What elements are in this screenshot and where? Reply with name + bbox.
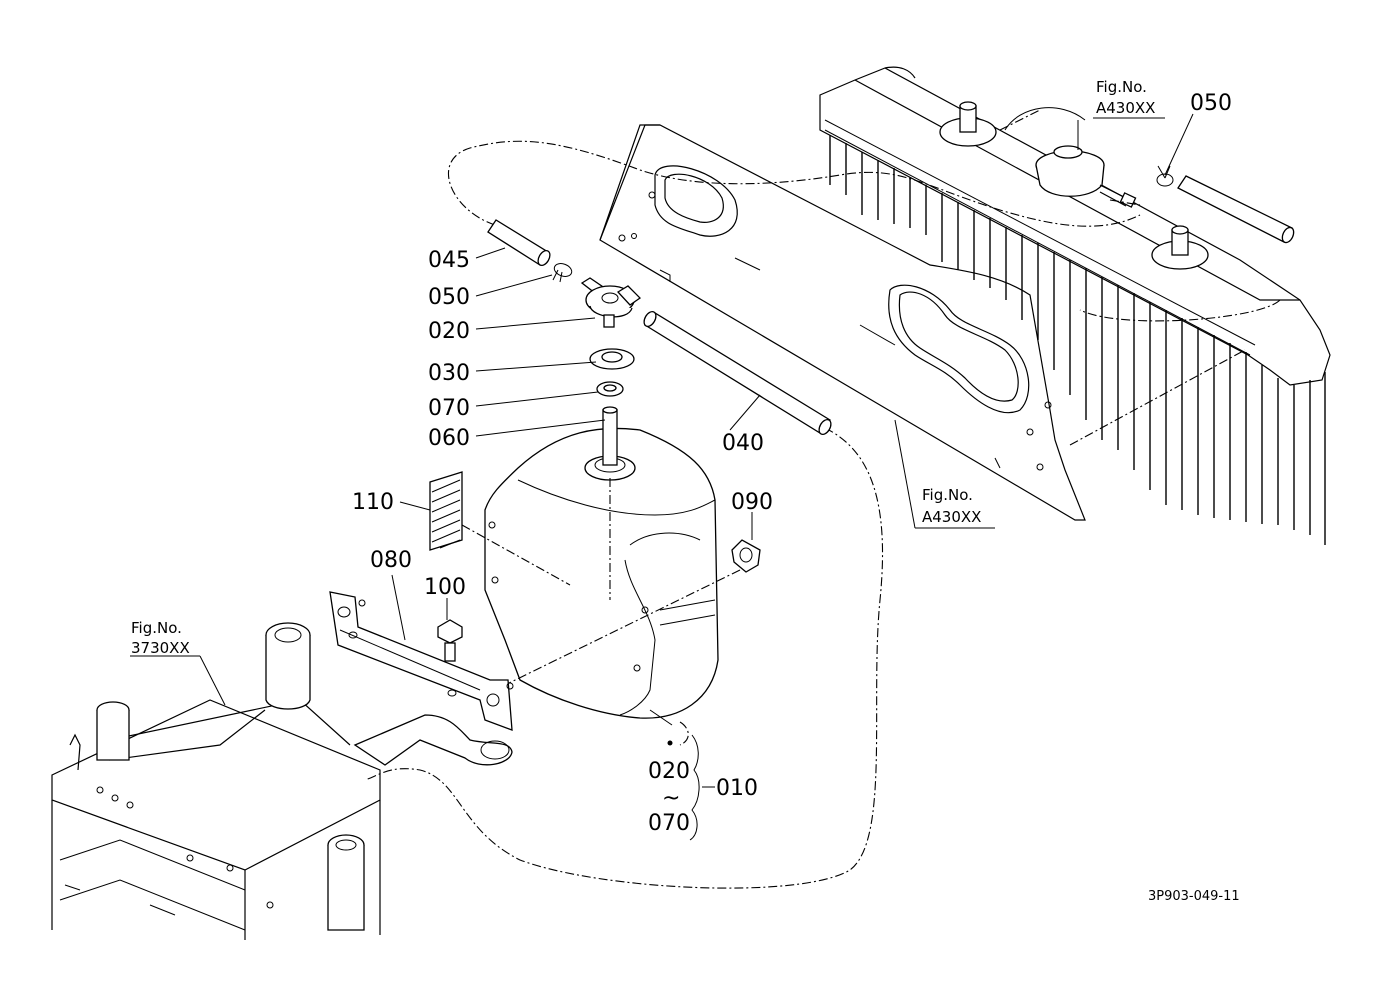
callout-050-left: 050 (428, 285, 470, 310)
bolt-100 (437, 619, 463, 662)
callout-045: 045 (428, 248, 470, 273)
callout-labels: 045 050 020 030 070 060 040 050 110 090 … (131, 78, 1240, 904)
callout-060: 060 (428, 426, 470, 451)
callout-110: 110 (352, 490, 394, 515)
callout-040: 040 (722, 431, 764, 456)
radiator-shroud (599, 124, 1086, 521)
bracket-080 (329, 591, 514, 731)
callout-range-to: 070 (648, 811, 690, 836)
leader-lines (130, 113, 1194, 841)
callout-range-from: 020 (648, 759, 690, 784)
callout-080: 080 (370, 548, 412, 573)
figref-cap-line2: A430XX (1096, 99, 1155, 117)
radiator-cap (1035, 145, 1105, 197)
drawing-code: 3P903-049-11 (1148, 889, 1240, 904)
ring-070 (596, 381, 624, 397)
figref-shroud-line1: Fig.No. (922, 486, 973, 504)
figref-cap-line1: Fig.No. (1096, 78, 1147, 96)
washer-030 (589, 348, 635, 370)
figref-shroud-line2: A430XX (922, 508, 981, 526)
radiator-core-fins (829, 135, 1326, 545)
callout-090: 090 (731, 490, 773, 515)
callout-100: 100 (424, 575, 466, 600)
radiator (819, 66, 1331, 545)
tank-cap-020 (580, 277, 642, 328)
figref-frame-line1: Fig.No. (131, 619, 182, 637)
callout-030: 030 (428, 361, 470, 386)
label-plate-110 (429, 471, 463, 551)
callout-070: 070 (428, 396, 470, 421)
figref-frame-line2: 3730XX (131, 639, 190, 657)
callout-020: 020 (428, 319, 470, 344)
callout-050-right: 050 (1190, 91, 1232, 116)
callout-010: 010 (716, 776, 758, 801)
clamp-050 (552, 263, 573, 283)
nut-090 (731, 539, 761, 573)
hose-040 (643, 310, 832, 436)
callout-range-tilde: ~ (662, 786, 680, 811)
hose-045 (487, 219, 551, 267)
reserve-tank (484, 406, 719, 719)
frame (51, 622, 381, 940)
